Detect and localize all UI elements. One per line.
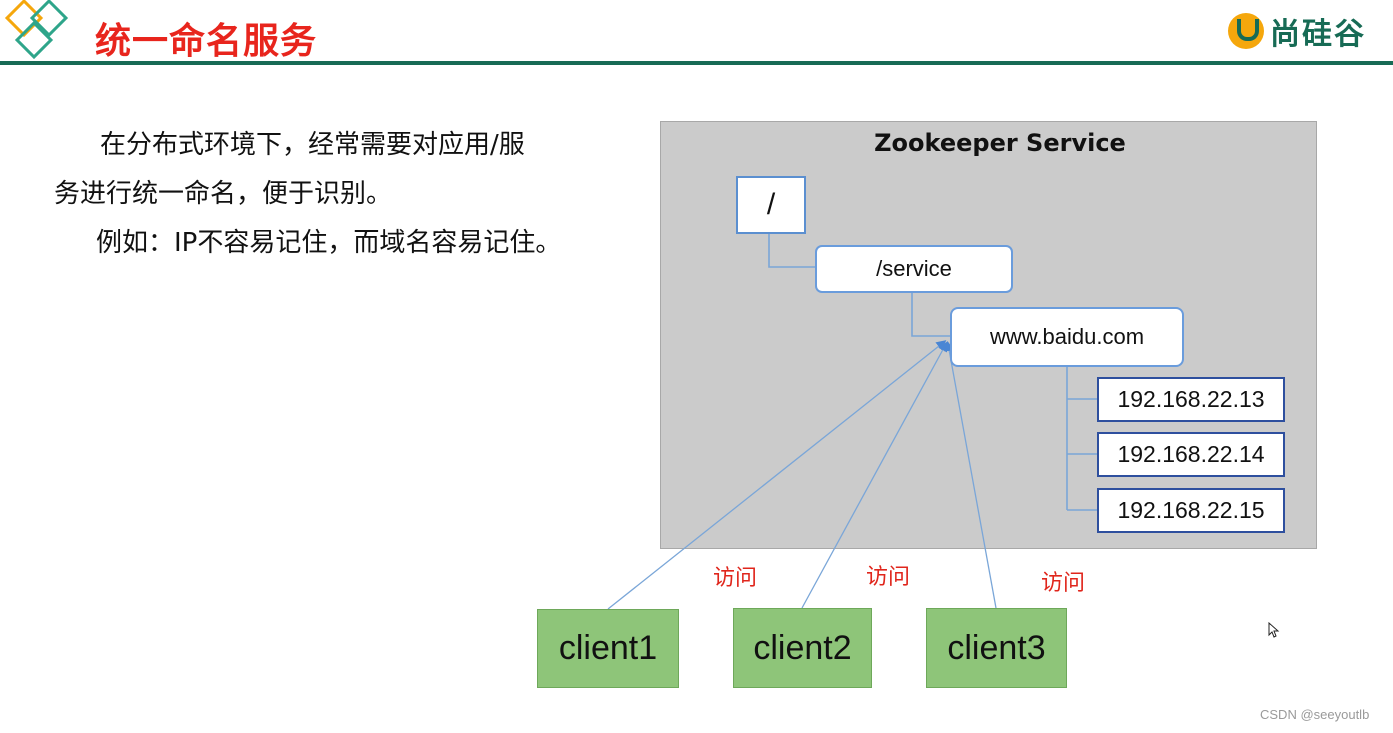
access-label-3: 访问 [1041, 571, 1086, 596]
znode-domain: www.baidu.com [950, 307, 1184, 367]
znode-ip-2: 192.168.22.14 [1097, 432, 1285, 477]
znode-ip-1: 192.168.22.13 [1097, 377, 1285, 422]
client-box-1: client1 [537, 609, 679, 688]
client-box-2: client2 [733, 608, 872, 688]
access-arrow-client3 [944, 341, 997, 609]
paragraph-line-3: 例如：IP不容易记住，而域名容易记住。 [96, 228, 562, 258]
paragraph-line-1: 在分布式环境下，经常需要对应用/服 [100, 130, 525, 160]
page-title: 统一命名服务 [95, 21, 318, 62]
tree-edge-root-service [768, 232, 815, 268]
panel-title: Zookeeper Service [874, 129, 1126, 157]
brand-u-icon [1228, 13, 1264, 49]
znode-root: / [736, 176, 806, 234]
access-arrow-client1 [607, 340, 947, 610]
client-box-3: client3 [926, 608, 1067, 688]
znode-ip-3: 192.168.22.15 [1097, 488, 1285, 533]
access-label-2: 访问 [866, 565, 911, 590]
znode-service: /service [815, 245, 1013, 293]
logo-diamonds-icon [4, 0, 69, 60]
access-label-1: 访问 [713, 566, 758, 591]
watermark: CSDN @seeyoutlb [1260, 707, 1370, 722]
brand-name: 尚硅谷 [1270, 17, 1366, 52]
paragraph-line-2: 务进行统一命名，便于识别。 [54, 179, 393, 209]
mouse-cursor-icon [1268, 622, 1280, 638]
brand-logo: 尚硅谷 [1228, 10, 1366, 52]
tree-edge-service-domain [911, 291, 950, 337]
access-arrow-client2 [801, 341, 948, 609]
header-divider [0, 61, 1393, 65]
